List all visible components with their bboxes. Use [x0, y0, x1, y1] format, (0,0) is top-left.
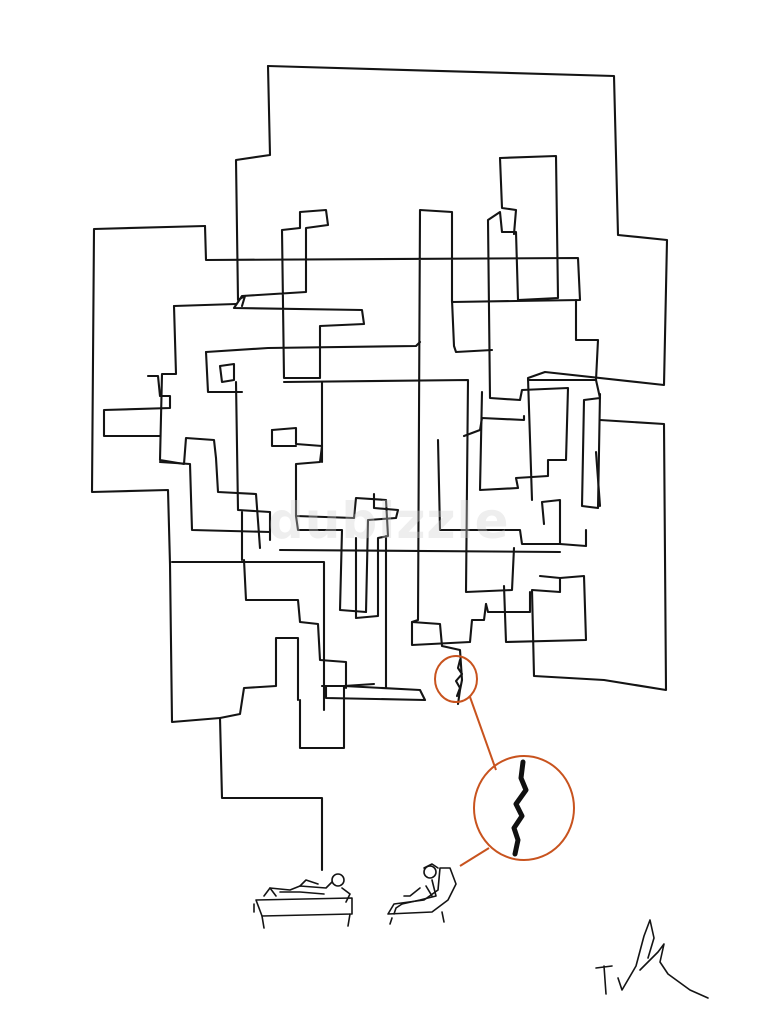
patient-on-couch-icon — [253, 873, 353, 929]
therapist-in-armchair-icon — [387, 863, 457, 925]
magnified-breakthrough-icon — [434, 655, 575, 867]
breakthrough-crack-icon — [454, 658, 464, 698]
artist-signature-icon — [595, 919, 709, 999]
tangled-line-maze-icon — [90, 64, 669, 872]
